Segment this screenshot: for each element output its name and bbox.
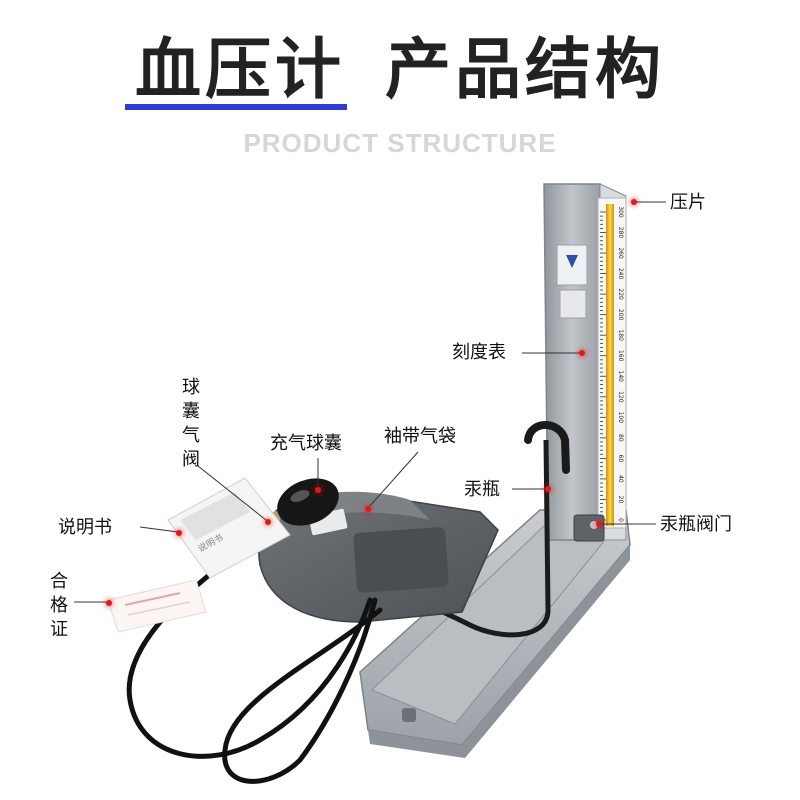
brand-sticker bbox=[556, 244, 588, 286]
label-inflation-bulb: 充气球囊 bbox=[270, 433, 342, 454]
mercury-tube bbox=[606, 204, 614, 526]
page-subtitle: PRODUCT STRUCTURE bbox=[243, 128, 557, 158]
mercury-bottle-assembly bbox=[573, 514, 605, 542]
scale-tick-label: 20 bbox=[617, 496, 624, 504]
base-box bbox=[359, 509, 631, 758]
marker-certificate bbox=[106, 600, 112, 606]
scale-tick-label: 260 bbox=[617, 247, 624, 259]
marker-bulb-valve bbox=[265, 519, 271, 525]
scale-tick-label: 40 bbox=[617, 475, 624, 483]
scale-tick-label: 220 bbox=[617, 288, 624, 300]
scale-tick-label: 100 bbox=[617, 412, 624, 424]
marker-scale bbox=[579, 350, 585, 356]
label-mercury-bottle: 汞瓶 bbox=[464, 479, 500, 500]
marker-inflation-bulb bbox=[315, 487, 321, 493]
title-underline bbox=[125, 104, 347, 110]
scale-tick-label: 160 bbox=[617, 350, 624, 362]
label-scale: 刻度表 bbox=[452, 342, 506, 363]
scale-tick-label: 180 bbox=[617, 329, 624, 341]
scale-tick-label: 140 bbox=[617, 371, 624, 383]
box-latch bbox=[402, 708, 416, 722]
title-part-2: 产品结构 bbox=[385, 31, 665, 108]
scale-tick-label: 0 bbox=[617, 518, 624, 522]
label-mercury-valve: 汞瓶阀门 bbox=[660, 514, 732, 535]
leader-lines bbox=[74, 201, 666, 603]
marker-mercury-bottle bbox=[545, 486, 551, 492]
marker-cuff bbox=[365, 506, 371, 512]
scale-tick-label: 60 bbox=[617, 455, 624, 463]
scale-board: 3002802602402202001801601401201008060402… bbox=[597, 197, 627, 529]
manual-booklet: 说明书 bbox=[167, 477, 291, 579]
scale-tick-label: 80 bbox=[617, 434, 624, 442]
scale-tick-label: 200 bbox=[617, 309, 624, 321]
label-certificate: 合格证 bbox=[50, 571, 68, 640]
title-part-1: 血压计 bbox=[135, 31, 345, 108]
label-manual: 说明书 bbox=[58, 517, 112, 538]
certificate-card bbox=[107, 579, 207, 633]
scale-tick-label: 240 bbox=[617, 268, 624, 280]
marker-mercury-valve bbox=[596, 521, 602, 527]
marker-manual bbox=[176, 530, 182, 536]
scale-tick-label: 300 bbox=[617, 206, 624, 218]
scale-tick-label: 280 bbox=[617, 227, 624, 239]
page-title: 血压计产品结构 bbox=[0, 30, 800, 110]
scale-tick-label: 120 bbox=[617, 391, 624, 403]
marker-pressure-plate bbox=[631, 199, 637, 205]
label-bulb-valve: 球囊气阀 bbox=[182, 377, 200, 470]
label-cuff-bag: 袖带气袋 bbox=[384, 426, 456, 447]
label-pressure-plate: 压片 bbox=[670, 192, 706, 213]
